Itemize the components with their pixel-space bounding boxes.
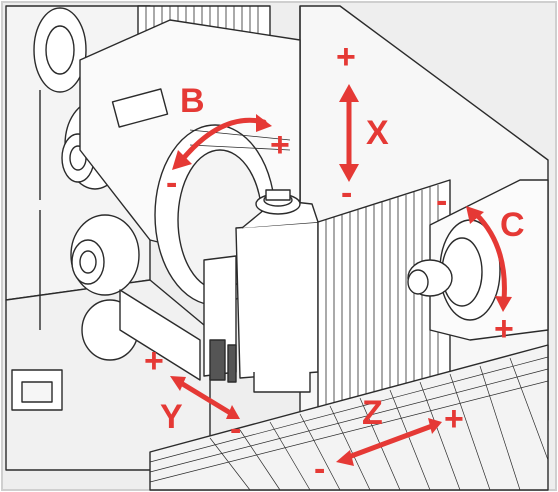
c-axis-plus-sign: + (494, 310, 514, 348)
y-axis-arrowhead-plus (170, 376, 186, 391)
x-axis-arrowhead-minus (339, 164, 359, 182)
y-axis-arrow (173, 377, 235, 417)
z-axis-arrow (343, 423, 435, 461)
c-axis-arrowhead-minus (466, 206, 484, 224)
c-axis-rotary-table (407, 179, 549, 341)
y-axis-minus-sign: - (230, 410, 242, 448)
x-axis-minus-sign: - (341, 174, 353, 212)
z-axis-arrowhead-minus (336, 450, 354, 466)
b-axis-arrowhead-minus (172, 150, 192, 170)
y-slide (119, 289, 201, 381)
c-axis-minus-sign: - (436, 182, 448, 220)
b-axis-head (79, 19, 301, 306)
x-axis-label: X (366, 114, 389, 152)
b-axis-arrowhead-plus (256, 114, 272, 132)
c-axis-label: C (500, 206, 525, 244)
y-axis-label: Y (160, 398, 183, 436)
y-axis-arrowhead-minus (226, 405, 240, 419)
z-axis-cover (149, 344, 549, 491)
x-axis-arrowhead-plus (339, 84, 359, 102)
spindle-motor (203, 189, 319, 393)
b-axis-label: B (180, 82, 205, 120)
c-axis-arc-arrow (473, 211, 507, 303)
z-axis-label: Z (362, 394, 383, 432)
b-axis-arc-arrow (179, 117, 267, 163)
c-axis-arrowhead-plus (495, 296, 512, 312)
x-axis-plus-sign: + (336, 38, 356, 76)
z-axis-arrowhead-plus (428, 418, 442, 434)
z-axis-plus-sign: + (444, 400, 464, 438)
b-axis-minus-sign: - (166, 164, 178, 202)
z-axis-minus-sign: - (314, 450, 326, 488)
b-axis-plus-sign: + (270, 126, 290, 164)
y-axis-plus-sign: + (144, 342, 164, 380)
